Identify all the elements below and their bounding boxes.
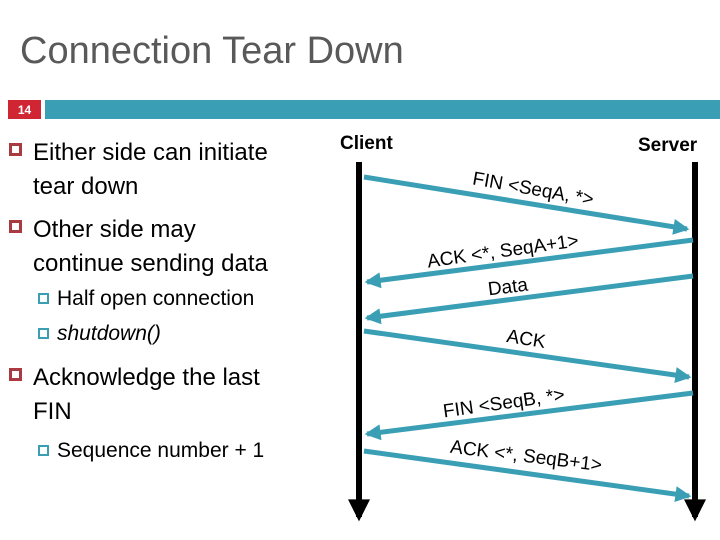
bullet-line: FIN: [33, 398, 72, 425]
list-item: Either side can initiate tear down: [9, 136, 339, 204]
bullet-line: shutdown(): [57, 322, 161, 345]
bullet-line: Half open connection: [57, 287, 255, 310]
sub-bullet-square-icon: [38, 328, 49, 339]
bullet-square-icon: [9, 143, 22, 156]
client-actor-label: Client: [340, 133, 393, 154]
bullet-line: Other side may: [33, 216, 196, 243]
bullet-line: Acknowledge the last: [33, 364, 260, 391]
list-item: Half open connection: [38, 287, 338, 311]
bullet-line: Sequence number + 1: [57, 439, 265, 462]
server-actor-label: Server: [638, 135, 698, 156]
bullet-text: Sequence number + 1: [57, 439, 264, 463]
list-item: Acknowledge the last FIN: [9, 361, 339, 429]
message-arrow-ack: [363, 328, 692, 384]
list-item: Other side may continue sending data: [9, 213, 339, 281]
sub-bullet-square-icon: [38, 293, 49, 304]
slide-number-badge: 14: [8, 100, 41, 119]
message-arrow-fin-seqb: [364, 390, 694, 441]
bullet-text: Acknowledge the last FIN: [33, 361, 260, 429]
bullet-square-icon: [9, 368, 22, 381]
bullet-text: Half open connection: [57, 287, 254, 311]
bullet-text: Either side can initiate tear down: [33, 136, 268, 204]
message-arrow-ack-seqa1: [364, 237, 694, 289]
bullet-line: tear down: [33, 173, 139, 200]
page-title: Connection Tear Down: [20, 30, 404, 72]
list-item: Sequence number + 1: [38, 439, 338, 463]
message-arrow-data: [364, 273, 694, 325]
message-arrow-ack-seqb1: [363, 448, 692, 503]
bullet-line: Either side can initiate: [33, 139, 268, 166]
bullet-line: continue sending data: [33, 250, 268, 277]
bullet-text: Other side may continue sending data: [33, 213, 268, 281]
header-accent-bar: [45, 100, 720, 119]
message-arrow-fin-seqa: [363, 174, 690, 235]
sub-bullet-square-icon: [38, 445, 49, 456]
list-item: shutdown(): [38, 322, 338, 346]
bullet-text: shutdown(): [57, 322, 161, 346]
bullet-square-icon: [9, 220, 22, 233]
